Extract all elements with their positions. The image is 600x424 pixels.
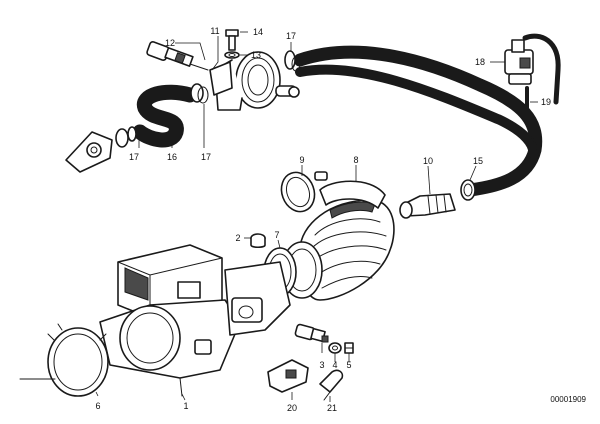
large-clamp-ring bbox=[19, 323, 109, 397]
callout-21: 21 bbox=[327, 403, 337, 413]
callout-4: 4 bbox=[332, 360, 337, 370]
long-hose bbox=[293, 45, 543, 197]
callout-16: 16 bbox=[167, 152, 177, 162]
temperature-switch bbox=[294, 323, 329, 343]
callout-7: 7 bbox=[274, 230, 279, 240]
rubber-plug bbox=[250, 233, 266, 249]
callout-12: 12 bbox=[165, 38, 175, 48]
hose-clamp-9 bbox=[280, 171, 328, 213]
callout-2: 2 bbox=[235, 233, 240, 243]
callout-3: 3 bbox=[319, 360, 324, 370]
hose-end bbox=[460, 179, 476, 201]
callout-10: 10 bbox=[423, 156, 433, 166]
diagram-number: 00001909 bbox=[550, 395, 586, 404]
temperature-sensor bbox=[146, 41, 209, 71]
callout-15: 15 bbox=[473, 156, 483, 166]
callout-5: 5 bbox=[346, 360, 351, 370]
leader-lines bbox=[95, 31, 538, 402]
callout-19: 19 bbox=[541, 97, 551, 107]
flange-connector bbox=[65, 126, 137, 173]
callout-17-mid: 17 bbox=[201, 152, 211, 162]
callout-20: 20 bbox=[287, 403, 297, 413]
wiring-connector bbox=[267, 359, 309, 393]
callout-11: 11 bbox=[210, 26, 219, 36]
vacuum-valve bbox=[504, 39, 534, 85]
callout-17-left: 17 bbox=[129, 152, 139, 162]
washer bbox=[224, 51, 240, 59]
callout-1: 1 bbox=[183, 401, 188, 411]
sealing-ring bbox=[328, 342, 342, 354]
callout-18: 18 bbox=[475, 57, 485, 67]
callout-8: 8 bbox=[353, 155, 358, 165]
air-flow-meter bbox=[99, 244, 291, 397]
callout-6: 6 bbox=[95, 401, 100, 411]
bent-hose bbox=[132, 84, 198, 148]
callout-13: 13 bbox=[251, 50, 261, 60]
hose-connector bbox=[399, 193, 456, 219]
callout-17: 17 bbox=[286, 31, 296, 41]
bolt bbox=[225, 29, 239, 51]
adjustment-tool bbox=[319, 369, 344, 401]
callout-14: 14 bbox=[253, 27, 263, 37]
hose-clamp-top bbox=[284, 50, 301, 72]
vacuum-control-unit bbox=[209, 51, 300, 111]
callout-9: 9 bbox=[299, 155, 304, 165]
hose-clamp-mid bbox=[190, 83, 209, 104]
callout-labels: 11 14 17 12 13 18 17 16 17 19 9 8 10 15 … bbox=[95, 26, 551, 413]
screw bbox=[344, 342, 354, 354]
